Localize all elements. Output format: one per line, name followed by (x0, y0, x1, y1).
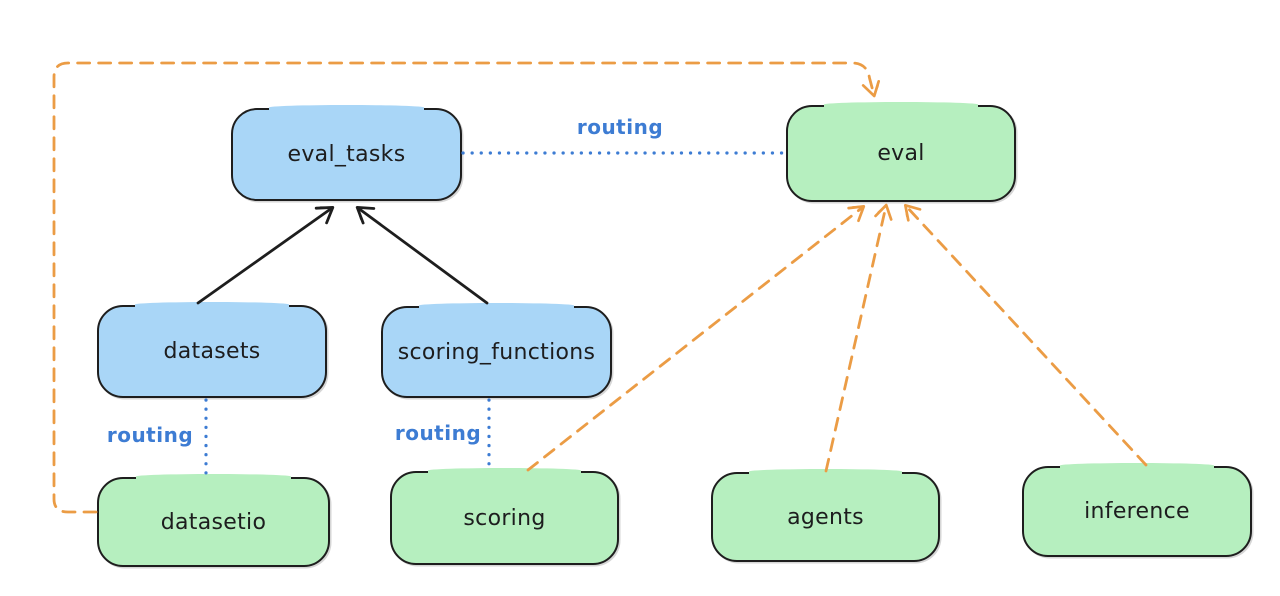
node-agents-label: agents (787, 504, 864, 530)
node-datasets-label: datasets (163, 339, 261, 364)
node-eval: eval (786, 102, 1016, 202)
edge-agents-to-eval (824, 203, 893, 473)
node-datasetio-label: datasetio (160, 509, 267, 535)
node-inference: inference (1022, 463, 1252, 557)
node-eval-tasks: eval_tasks (231, 105, 462, 201)
node-scoring-functions: scoring_functions (381, 303, 612, 398)
node-scoring-functions-label: scoring_functions (397, 339, 596, 365)
edge-scoring-functions-to-eval-tasks (355, 206, 489, 305)
edge-label-routing-middle: routing (394, 421, 482, 445)
node-scoring-label: scoring (463, 505, 546, 531)
node-scoring: scoring (390, 468, 619, 565)
edge-label-routing-left: routing (106, 423, 194, 447)
node-datasetio: datasetio (97, 474, 330, 567)
node-datasets: datasets (97, 302, 327, 398)
edge-datasets-to-eval-tasks (196, 206, 335, 305)
node-agents: agents (711, 469, 940, 562)
node-inference-label: inference (1084, 499, 1190, 524)
node-eval-label: eval (877, 141, 925, 166)
edge-inference-to-eval (903, 203, 1148, 467)
node-eval-tasks-label: eval_tasks (287, 142, 406, 167)
edge-label-routing-top: routing (576, 115, 664, 139)
